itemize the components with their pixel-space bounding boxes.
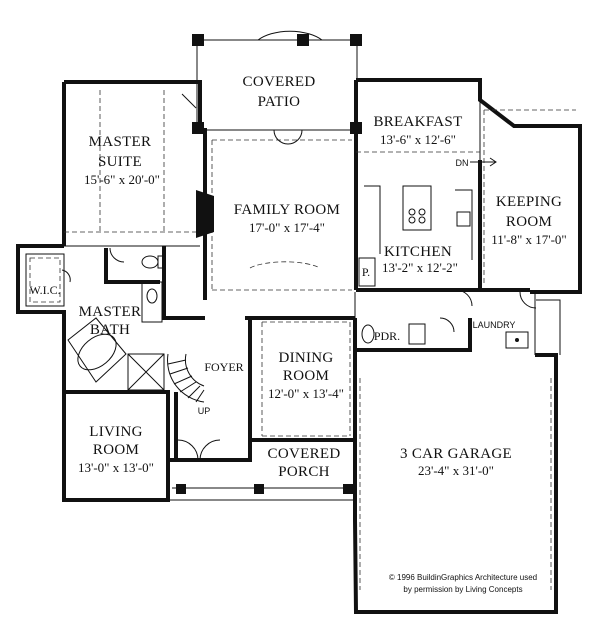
patio-column xyxy=(350,34,362,46)
living-room-label-2: ROOM xyxy=(93,442,139,458)
wic-label: W.I.C. xyxy=(29,283,60,297)
dining-room-dim: 12'-0" x 13'-4" xyxy=(268,386,344,401)
patio-column xyxy=(297,34,309,46)
room-labels: COVERED PATIO BREAKFAST 13'-6" x 12'-6" … xyxy=(29,74,566,594)
kitchen-label: KITCHEN xyxy=(384,244,452,260)
bathtub-icon xyxy=(77,333,117,371)
family-room-label: FAMILY ROOM xyxy=(234,202,340,218)
garage-label: 3 CAR GARAGE xyxy=(400,446,512,462)
living-room-dim: 13'-0" x 13'-0" xyxy=(78,460,154,475)
covered-patio-label: COVERED xyxy=(243,74,316,90)
credit-line-1: © 1996 BuildinGraphics Architecture used xyxy=(389,573,537,582)
kitchen-dim: 13'-2" x 12'-2" xyxy=(382,260,458,275)
interior-walls xyxy=(64,80,576,460)
family-room-dim: 17'-0" x 17'-4" xyxy=(249,220,325,235)
shower xyxy=(127,353,165,391)
master-bath-label: MASTER xyxy=(79,304,142,320)
laundry-sink-icon xyxy=(505,331,529,349)
pantry-label: P. xyxy=(362,265,370,279)
toilet-icon xyxy=(361,324,375,344)
covered-porch-label-2: PORCH xyxy=(278,464,330,480)
toilet-icon xyxy=(141,255,159,269)
covered-patio-label-2: PATIO xyxy=(258,94,301,110)
master-suite-label: MASTER xyxy=(89,134,152,150)
keeping-room-label-2: ROOM xyxy=(506,214,552,230)
living-room-label: LIVING xyxy=(89,424,142,440)
patio-column xyxy=(192,34,204,46)
pantry xyxy=(358,257,376,287)
fixtures xyxy=(25,157,529,403)
sink-icon xyxy=(456,211,471,227)
stair-up-label: UP xyxy=(198,406,211,416)
master-bath-label-2: BATH xyxy=(90,322,130,338)
garage-dim: 23'-4" x 31'-0" xyxy=(418,463,494,478)
laundry-label: LAUNDRY xyxy=(473,320,516,330)
dining-room-label-2: ROOM xyxy=(283,368,329,384)
sink-icon xyxy=(146,288,158,304)
keeping-room-label: KEEPING xyxy=(496,194,562,210)
covered-porch-label: COVERED xyxy=(268,446,341,462)
fireplace-icon xyxy=(196,190,214,238)
credit-line-2: by permission by Living Concepts xyxy=(403,585,522,594)
staircase xyxy=(167,353,205,403)
breakfast-label: BREAKFAST xyxy=(373,114,462,130)
keeping-room-dim: 11'-8" x 17'-0" xyxy=(491,232,566,247)
master-suite-label-2: SUITE xyxy=(98,154,142,170)
exterior-walls xyxy=(16,30,582,614)
foyer-label: FOYER xyxy=(204,360,243,374)
breakfast-dim: 13'-6" x 12'-6" xyxy=(380,132,456,147)
stair-down-label: DN xyxy=(456,158,469,168)
kitchen-island xyxy=(402,185,432,231)
patio-arch xyxy=(257,30,323,41)
master-suite-dim: 15'-6" x 20'-0" xyxy=(84,172,160,187)
doors xyxy=(61,93,537,461)
pdr-label: PDR. xyxy=(374,329,400,343)
dining-room-label: DINING xyxy=(278,350,333,366)
